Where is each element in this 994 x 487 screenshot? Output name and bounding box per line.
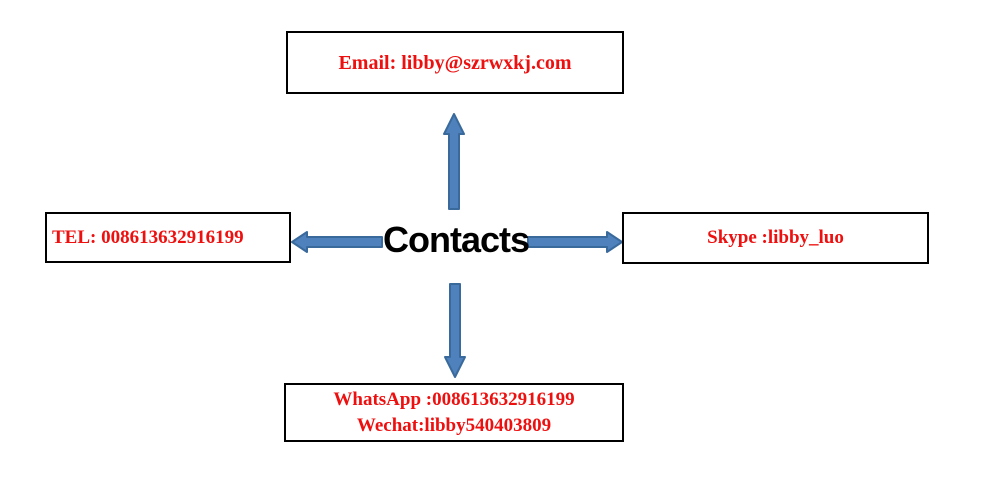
right-arrow-icon [527, 231, 623, 253]
up-arrow-icon [443, 113, 465, 210]
down-arrow-icon [444, 283, 466, 378]
email-label: Email: libby@szrwxkj.com [338, 51, 572, 74]
diagram-title: Contacts [382, 219, 530, 260]
node-messaging: WhatsApp :008613632916199 Wechat:libby54… [284, 383, 624, 442]
node-skype: Skype :libby_luo [622, 212, 929, 264]
tel-label: TEL: 008613632916199 [52, 226, 244, 248]
node-email: Email: libby@szrwxkj.com [286, 31, 624, 94]
wechat-label: Wechat:libby540403809 [356, 414, 552, 436]
node-tel: TEL: 008613632916199 [45, 212, 291, 263]
whatsapp-label: WhatsApp :008613632916199 [333, 388, 575, 410]
skype-label: Skype :libby_luo [707, 227, 844, 248]
left-arrow-icon [291, 231, 383, 253]
